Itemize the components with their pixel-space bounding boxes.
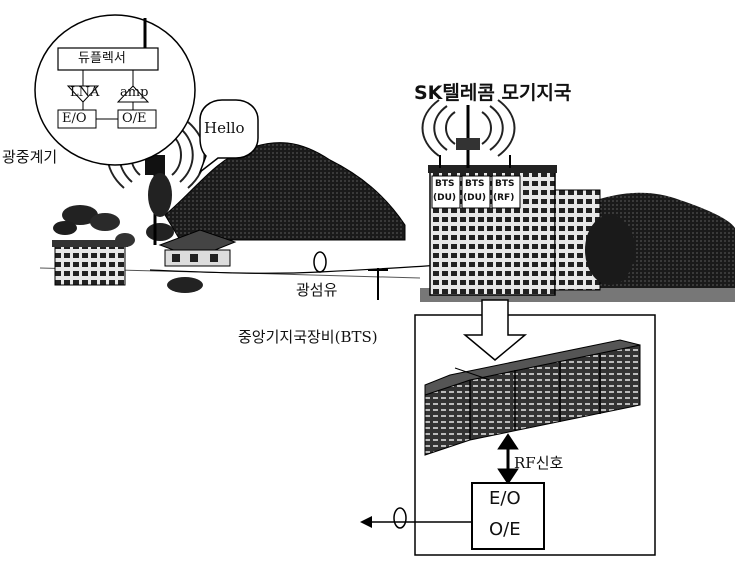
lna-label: LNA [70, 85, 100, 100]
optical-repeater-label: 광중계기 [2, 148, 58, 166]
eo-label: E/O [62, 111, 87, 126]
mountain [164, 142, 406, 241]
repeater-detail-circle [34, 14, 196, 166]
left-arrow-icon [360, 516, 472, 528]
bts-du-1-top: BTS [435, 179, 455, 189]
down-arrow-icon [462, 299, 528, 361]
car [167, 277, 203, 293]
rf-signal-label: RF신호 [514, 454, 564, 472]
central-bts-label: 중앙기지국장비(BTS) [238, 328, 378, 346]
house [158, 229, 237, 267]
repeater-tower [145, 150, 172, 245]
bts-leader-line [454, 367, 491, 381]
eo-oe-box [471, 482, 545, 550]
fiber-loop-icon [393, 507, 407, 529]
bts-rf-top: BTS [495, 179, 515, 189]
bts-rf-bottom: (RF) [493, 193, 515, 203]
duplexer-label: 듀플렉서 [78, 51, 126, 66]
bts-du-1-bottom: (DU) [433, 193, 457, 203]
base-station-title: SK텔레콤 모기지국 [414, 82, 572, 104]
bts-du-2-bottom: (DU) [463, 193, 487, 203]
box-oe-label: O/E [489, 519, 521, 540]
bts-du-2-top: BTS [465, 179, 485, 189]
amp-label: amp [120, 85, 149, 100]
bts-racks [424, 339, 641, 456]
oe-label: O/E [122, 111, 147, 126]
left-building [52, 240, 128, 286]
antenna-icon [421, 99, 516, 157]
left-trees [53, 205, 174, 247]
fiber-loop-icon [313, 251, 327, 273]
station-tree [585, 215, 635, 285]
utility-pole [368, 268, 388, 300]
hello-label: Hello [204, 119, 245, 137]
hello-bubble [198, 99, 259, 175]
box-eo-label: E/O [489, 488, 521, 509]
rf-signal-arrow [497, 433, 519, 485]
optical-fiber-label: 광섬유 [296, 281, 338, 299]
